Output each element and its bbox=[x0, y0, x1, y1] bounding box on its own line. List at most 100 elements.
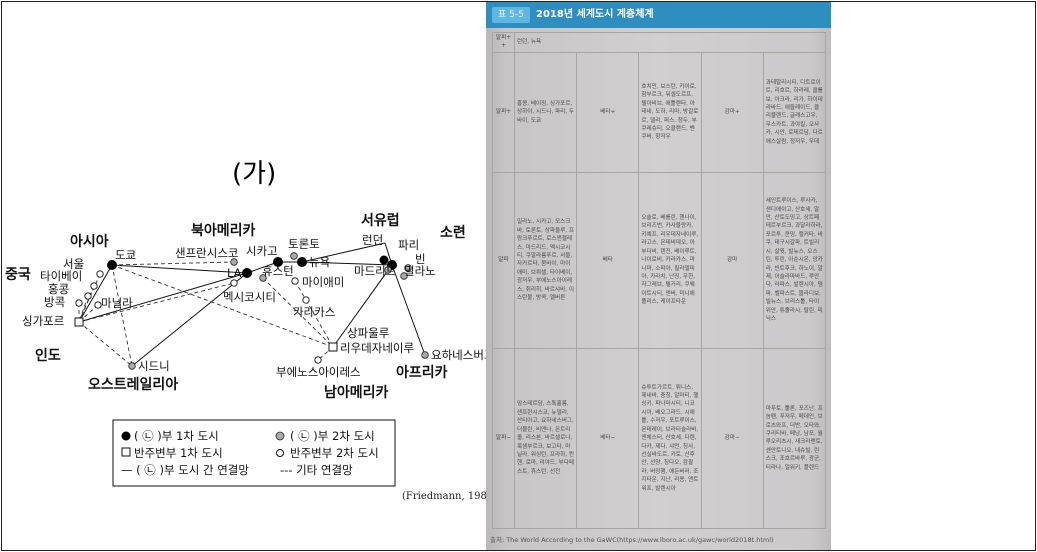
legend-core-primary-symbol bbox=[121, 431, 131, 441]
label-sanfrancisco: 샌프란시스코 bbox=[175, 246, 238, 260]
label-johannesburg: 요하네스버그 bbox=[431, 348, 494, 362]
legend-box bbox=[112, 419, 396, 487]
table-row-alpha-plus-plus: 알파++ 런던, 뉴욕 bbox=[492, 32, 826, 53]
grade-cell: 감마 bbox=[700, 171, 764, 349]
label-vienna: 빈 bbox=[415, 252, 426, 266]
grade-cell: 알파++ bbox=[492, 32, 515, 53]
label-hongkong: 홍콩 bbox=[48, 282, 69, 296]
legend-semi-secondary: 반주변부 2차 도시 bbox=[290, 446, 379, 460]
diagram-source: (Friedmann, 1986) bbox=[402, 491, 497, 502]
city-labels: 도쿄 서울 타이베이 홍콩 방콕 마닐라 싱가포르 시드니 샌프란시스코 LA … bbox=[22, 233, 494, 379]
node-saopaulo bbox=[328, 342, 338, 352]
dlink-singapore-sydney bbox=[78, 321, 133, 367]
grade-cell: 알파+ bbox=[492, 51, 515, 173]
label-buenosaires: 부에노스아이레스 bbox=[276, 365, 361, 379]
node-hongkong bbox=[84, 292, 92, 300]
node-johannesburg bbox=[421, 351, 429, 359]
label-newyork: 뉴욕 bbox=[309, 255, 330, 269]
dlink-tokyo-saopaulo bbox=[111, 264, 334, 348]
world-city-hierarchy-table: 알파++ 런던, 뉴욕 알파+ 홍콩, 베이징, 싱가포르, 상하이, 시드니,… bbox=[492, 32, 827, 529]
grade-cell: 감마− bbox=[700, 347, 764, 529]
node-sydney bbox=[128, 362, 136, 370]
label-mexicocity: 멕시코시티 bbox=[223, 290, 276, 304]
link-la-singapore bbox=[78, 272, 248, 323]
node-tokyo bbox=[107, 260, 117, 270]
node-houston bbox=[259, 274, 267, 282]
grade-cell: 베타 bbox=[576, 171, 640, 349]
label-paris: 파리 bbox=[398, 238, 419, 252]
node-chicago bbox=[273, 257, 283, 267]
region-china: 중국 bbox=[5, 267, 31, 283]
link-newyork-london bbox=[301, 242, 386, 263]
legend-core-secondary: ( ㉡ )부 2차 도시 bbox=[290, 429, 375, 443]
link-la-sydney bbox=[131, 272, 248, 367]
table-header-bar: 표 5-5 2018년 세계도시 계층체계 bbox=[486, 2, 831, 28]
cities-cell: 슈투트가르트, 튀니스, 제네바, 충칭, 알마티, 헬싱키, 파나마시티, 니… bbox=[638, 347, 702, 529]
label-riodejaneiro: 리우데자네이루 bbox=[340, 341, 414, 355]
node-singapore bbox=[74, 317, 84, 327]
node-manila bbox=[94, 301, 102, 309]
cities-cell: 밀라노, 시카고, 모스크바, 토론토, 상파울루, 프랑크푸르트, 로스앤젤레… bbox=[513, 171, 578, 349]
label-saopaulo: 상파울루 bbox=[347, 326, 389, 340]
label-caracas: 카라카스 bbox=[293, 305, 335, 319]
label-tokyo: 도쿄 bbox=[115, 248, 136, 262]
cities-cell: 호치민, 보스턴, 카이로, 함부르크, 뒤셀도르프, 텔아비브, 애틀랜타, … bbox=[638, 51, 702, 173]
legend-other-link: --- 기타 연결망 bbox=[280, 463, 353, 477]
link-tokyo-la bbox=[111, 264, 248, 274]
cities-cell: 암스테르담, 스톡홀름, 샌프란시스코, 뉴델리, 산티아고, 요하네스버그, … bbox=[513, 347, 578, 529]
cities-cell: 홍콩, 베이징, 싱가포르, 상하이, 시드니, 파리, 두바이, 도쿄 bbox=[513, 51, 578, 173]
node-la bbox=[242, 268, 252, 278]
cities-cell: 과테말라시티, 디트로이트, 리호르, 하라레, 클롤보, 아크라, 리가, 하… bbox=[762, 51, 827, 173]
label-seoul: 서울 bbox=[63, 257, 84, 271]
dlink-tokyo-sanfrancisco bbox=[111, 261, 235, 266]
node-buenosaires bbox=[314, 356, 322, 364]
region-labels: 아시아 중국 인도 북아메리카 서유럽 소련 오스트레일리아 남아메리카 아프리… bbox=[5, 213, 466, 401]
legend-core-primary: ( ㉡ )부 1차 도시 bbox=[134, 429, 219, 443]
label-bangkok: 방콕 bbox=[44, 295, 65, 309]
label-taipei: 타이베이 bbox=[40, 269, 82, 283]
table-source: 출처: The World According to the GaWC(http… bbox=[490, 536, 774, 544]
node-newyork bbox=[297, 257, 307, 267]
core-secondary-cities bbox=[128, 252, 429, 370]
label-chicago: 시카고 bbox=[246, 244, 278, 258]
node-sanfrancisco bbox=[230, 258, 238, 266]
semi-primary-cities bbox=[74, 317, 338, 352]
node-bangkok bbox=[75, 299, 83, 307]
node-milan bbox=[400, 272, 408, 280]
dlink-miami-caracas bbox=[294, 280, 307, 301]
table-row-alpha: 알파 밀라노, 시카고, 모스크바, 토론토, 상파울루, 프랑크푸르트, 로스… bbox=[492, 171, 827, 349]
legend-semi-primary: 반주변부 1차 도시 bbox=[134, 446, 223, 460]
grade-cell: 감마+ bbox=[700, 51, 764, 173]
legend-semi-secondary-symbol bbox=[276, 449, 284, 457]
link-london-johannesburg bbox=[391, 264, 426, 356]
world-city-diagram: (가) bbox=[0, 0, 500, 552]
label-madrid: 마드리드 bbox=[354, 264, 396, 278]
link-la-chicago bbox=[246, 261, 279, 274]
label-singapore: 싱가포르 bbox=[22, 314, 64, 328]
table-row-alpha-minus: 알파− 암스테르담, 스톡홀름, 샌프란시스코, 뉴델리, 산티아고, 요하네스… bbox=[492, 347, 827, 529]
link-london-newyork-arc bbox=[301, 261, 393, 266]
label-london: 런던 bbox=[362, 233, 383, 247]
grade-cell: 베타− bbox=[576, 347, 640, 529]
region-africa: 아프리카 bbox=[396, 364, 448, 381]
label-manila: 마닐라 bbox=[101, 296, 133, 310]
table-number-badge: 표 5-5 bbox=[492, 7, 530, 23]
legend-semi-primary-symbol bbox=[121, 447, 131, 457]
cities-cell: 런던, 뉴욕 bbox=[514, 32, 826, 53]
dlink-madrid-saopaulo bbox=[332, 269, 389, 348]
node-taipei bbox=[90, 282, 98, 290]
table-row-alpha-plus: 알파+ 홍콩, 베이징, 싱가포르, 상하이, 시드니, 파리, 두바이, 도쿄… bbox=[492, 51, 827, 173]
node-madrid bbox=[384, 266, 392, 274]
link-tokyo-singapore bbox=[78, 264, 113, 323]
region-western-europe: 서유럽 bbox=[361, 213, 400, 229]
label-la: LA bbox=[227, 266, 242, 280]
label-sydney: 시드니 bbox=[138, 359, 170, 373]
legend-core-link: — ( ㉡ )부 도시 간 연결망 bbox=[121, 463, 249, 477]
region-north-america: 북아메리카 bbox=[191, 222, 256, 239]
node-seoul bbox=[96, 270, 104, 278]
cities-cell: 마푸토, 툴론, 포즈난, 프놈펜, 푸저우, 메데인, 브로츠와프, 더반, … bbox=[762, 347, 827, 529]
legend-core-secondary-symbol bbox=[275, 431, 285, 441]
cities-cell: 세인트루이스, 루사카, 샌디에이고, 산호세, 알만, 산토도밍고, 상트페테… bbox=[762, 171, 827, 349]
dlink-tokyo-sydney bbox=[111, 264, 133, 367]
label-toronto: 토론토 bbox=[288, 237, 320, 251]
